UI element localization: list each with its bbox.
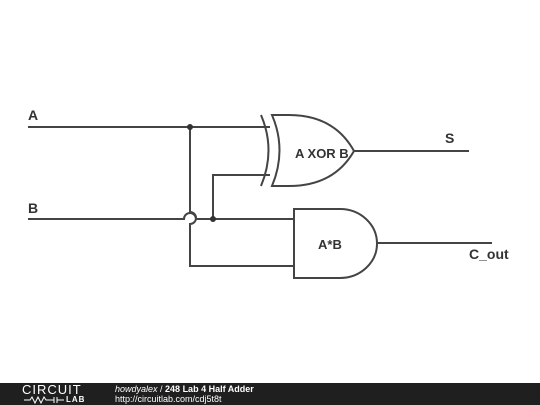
junction-dot-a (187, 124, 193, 130)
footer-author[interactable]: howdyalex (115, 384, 158, 394)
junction-dot-b (210, 216, 216, 222)
xor-gate-label: A XOR B (295, 146, 349, 161)
xor-gate (260, 114, 356, 187)
footer-title[interactable]: 248 Lab 4 Half Adder (165, 384, 254, 394)
logo-text-lab: LAB (66, 395, 86, 404)
output-label-s: S (445, 130, 454, 146)
footer-url[interactable]: http://circuitlab.com/cdj5t8t (115, 394, 222, 404)
logo-text-circuit: CIRCUIT (22, 382, 82, 397)
and-gate (293, 208, 378, 279)
and-gate-label: A*B (318, 237, 342, 252)
wire-a-branch (189, 127, 294, 267)
footer-separator: / (157, 384, 166, 394)
footer-bar: CIRCUIT LAB howdyalex / 248 Lab 4 Half A… (0, 383, 540, 405)
wire-b-branch (212, 174, 270, 219)
footer-info: howdyalex / 248 Lab 4 Half Adder http://… (115, 384, 254, 404)
input-label-a: A (28, 107, 38, 123)
resistor-squiggle-icon (24, 396, 64, 404)
output-label-cout: C_out (469, 246, 509, 262)
circuit-schematic: A XOR B A*B A B S C_out (28, 107, 509, 279)
input-label-b: B (28, 200, 38, 216)
circuitlab-logo: CIRCUIT LAB (22, 383, 102, 405)
wire-input-b (28, 212, 294, 220)
